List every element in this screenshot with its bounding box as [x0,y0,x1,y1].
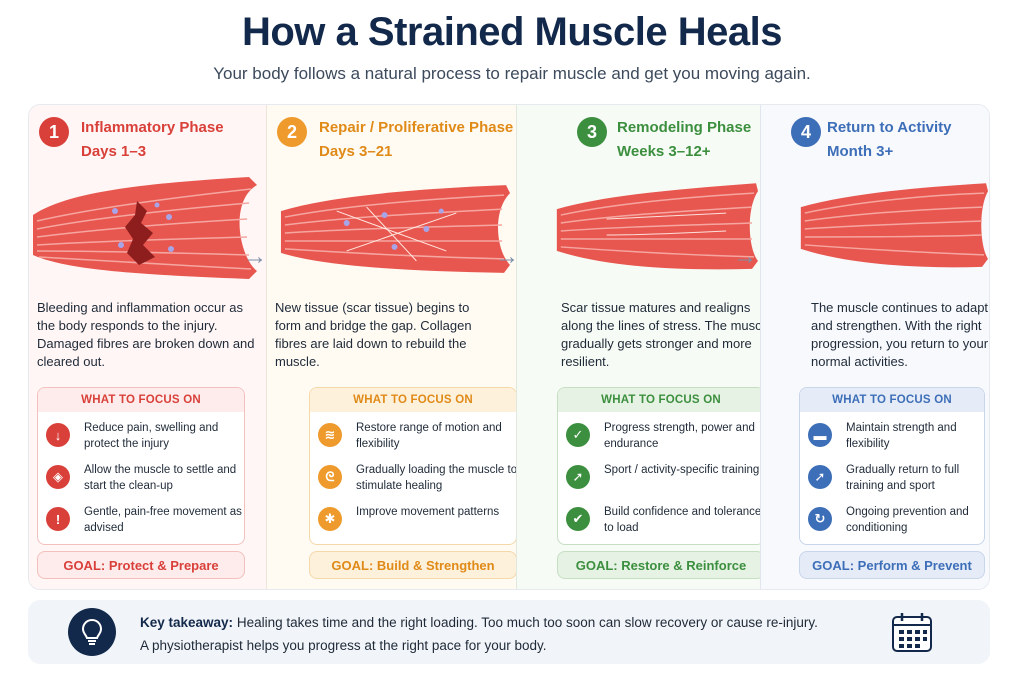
key-takeaway-banner: Key takeaway: Healing takes time and the… [28,600,990,664]
phase-description: Scar tissue matures and realigns along t… [561,300,772,369]
phase-column-3: 3 Remodeling Phase Weeks 3–12+ Scar tiss… [516,105,772,589]
refresh-icon: ↻ [808,507,832,531]
focus-box: WHAT TO FOCUS ON ≋ Restore range of moti… [309,387,517,545]
focus-item: ◈ Allow the muscle to settle and start t… [46,462,244,500]
focus-item-text: Gentle, pain-free movement as advised [84,506,242,534]
repairing-muscle-illustration [280,185,511,273]
focus-heading: WHAT TO FOCUS ON [38,388,244,412]
focus-item: ➚ Sport / activity-specific training [566,462,764,500]
arrow-down-icon: ↓ [46,423,70,447]
focus-box: WHAT TO FOCUS ON ✓ Progress strength, po… [557,387,765,545]
injured-muscle-illustration [33,177,257,279]
phase-name: Repair / Proliferative Phase [319,119,514,136]
waves-icon: ≋ [318,423,342,447]
phase-column-4: 4 Return to Activity Month 3+ The muscle… [760,105,989,589]
check-circle-icon: ✔ [566,507,590,531]
healed-muscle-illustration [800,183,989,268]
focus-item: ! Gentle, pain-free movement as advised [46,504,244,542]
focus-item-text: Reduce pain, swelling and protect the in… [84,422,219,450]
phase-name: Inflammatory Phase [81,119,224,136]
focus-item-text: Gradually return to full training and sp… [846,464,960,492]
phase-number-badge: 2 [277,117,307,147]
shield-icon: ◈ [46,465,70,489]
phase-name: Remodeling Phase [617,119,752,136]
phase-duration: Weeks 3–12+ [617,143,711,160]
phase-number-badge: 3 [577,117,607,147]
arrow-right-icon: → [243,243,267,270]
focus-heading: WHAT TO FOCUS ON [558,388,764,412]
focus-item: ➚ Gradually return to full training and … [808,462,984,500]
focus-item-text: Build confidence and tolerance to load [604,506,762,534]
phase-description: Bleeding and inflammation occur as the b… [37,300,255,369]
focus-item-text: Maintain strength and flexibility [846,422,957,450]
phases-panel: 1 Inflammatory Phase Days 1–3 Bleeding a… [28,104,990,590]
lightbulb-icon [68,608,116,656]
flexed-arm-icon: ᘓ [318,465,342,489]
focus-item-text: Sport / activity-specific training [604,464,760,476]
phase-duration: Days 1–3 [81,143,147,160]
runner-icon: ➚ [566,465,590,489]
focus-heading: WHAT TO FOCUS ON [800,388,984,412]
runner-icon: ➚ [808,465,832,489]
focus-item: ᘓ Gradually loading the muscle to stimul… [318,462,517,500]
focus-item-text: Restore range of motion and flexibility [356,422,502,450]
focus-item-text: Improve movement patterns [356,506,500,518]
phase-duration: Month 3+ [827,143,894,160]
arrow-right-icon: → [495,243,519,270]
phase-column-2: 2 Repair / Proliferative Phase Days 3–21… [266,105,517,589]
phase-number-badge: 4 [791,117,821,147]
focus-item: ≋ Restore range of motion and flexibilit… [318,420,516,458]
focus-item: ▬ Maintain strength and flexibility [808,420,984,458]
dumbbell-icon: ▬ [808,423,832,447]
phase-description: The muscle continues to adapt and streng… [811,300,989,369]
goal-badge: GOAL: Restore & Reinforce [557,551,765,579]
focus-box: WHAT TO FOCUS ON ↓ Reduce pain, swelling… [37,387,245,545]
calendar-icon [892,613,932,652]
takeaway-label: Key takeaway: [140,615,234,630]
focus-item: ✓ Progress strength, power and endurance [566,420,764,458]
takeaway-line-1: Key takeaway: Healing takes time and the… [140,615,818,630]
focus-item-text: Gradually loading the muscle to stimulat… [356,464,517,492]
phase-number-badge: 1 [39,117,69,147]
focus-item-text: Progress strength, power and endurance [604,422,755,450]
focus-heading: WHAT TO FOCUS ON [310,388,516,412]
takeaway-line-2: A physiotherapist helps you progress at … [140,638,547,653]
phase-column-1: 1 Inflammatory Phase Days 1–3 Bleeding a… [29,105,266,589]
alert-icon: ! [46,507,70,531]
page-title: How a Strained Muscle Heals [241,10,783,54]
phase-description: New tissue (scar tissue) begins to form … [275,300,472,369]
person-icon: ✱ [318,507,342,531]
focus-item: ✔ Build confidence and tolerance to load [566,504,764,542]
shield-check-icon: ✓ [566,423,590,447]
goal-badge: GOAL: Perform & Prevent [799,551,985,579]
arrow-right-icon: → [733,243,757,270]
focus-item: ↓ Reduce pain, swelling and protect the … [46,420,244,458]
goal-badge: GOAL: Protect & Prepare [37,551,245,579]
phase-name: Return to Activity [827,119,952,136]
page-subtitle: Your body follows a natural process to r… [213,64,811,83]
focus-item: ✱ Improve movement patterns [318,504,516,542]
phase-duration: Days 3–21 [319,143,393,160]
takeaway-text: Healing takes time and the right loading… [236,615,818,630]
focus-box: WHAT TO FOCUS ON ▬ Maintain strength and… [799,387,985,545]
focus-item: ↻ Ongoing prevention and conditioning [808,504,984,542]
goal-badge: GOAL: Build & Strengthen [309,551,517,579]
remodeling-muscle-illustration [556,183,759,270]
focus-item-text: Ongoing prevention and conditioning [846,506,969,534]
focus-item-text: Allow the muscle to settle and start the… [84,464,237,492]
